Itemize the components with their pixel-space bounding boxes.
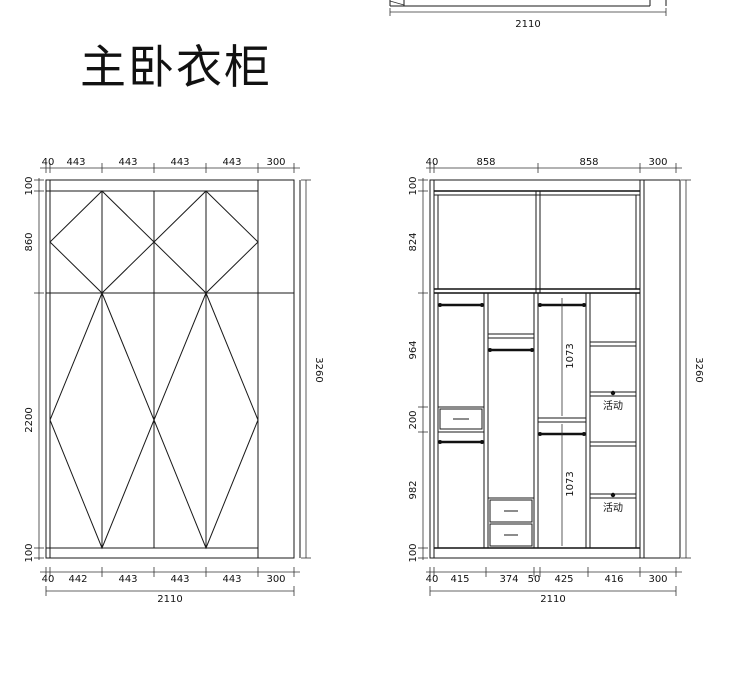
right-bottom-dim-5: 425	[554, 574, 573, 585]
page-title: 主卧衣柜	[80, 40, 272, 94]
left-bottom-dim-4: 443	[170, 574, 189, 585]
right-bottom-dim-7: 300	[648, 574, 667, 585]
left-side-dim-3: 2200	[24, 407, 35, 432]
right-top-dim-1: 40	[426, 157, 439, 168]
left-top-dim-3: 443	[118, 157, 137, 168]
top-fragment-width: 2110	[515, 19, 540, 30]
right-side-dim-4: 200	[408, 410, 419, 429]
right-right-height: 3260	[693, 357, 704, 382]
left-right-height: 3260	[313, 357, 324, 382]
adjustable-note-1: 活动	[603, 400, 623, 412]
right-total-width: 2110	[540, 594, 565, 605]
left-top-dim-6: 300	[266, 157, 285, 168]
right-side-dim-5: 982	[408, 480, 419, 499]
adjustable-note-2: 活动	[603, 502, 623, 514]
right-bottom-dim-4: 50	[528, 574, 541, 585]
left-total-width: 2110	[157, 594, 182, 605]
right-side-dim-6: 100	[408, 543, 419, 562]
left-top-dim-1: 40	[42, 157, 55, 168]
right-bottom-dim-3: 374	[499, 574, 518, 585]
inner-dim-lower: 1073	[565, 471, 576, 496]
right-top-dim-2: 858	[476, 157, 495, 168]
left-bottom-dim-3: 443	[118, 574, 137, 585]
right-bottom-dim-1: 40	[426, 574, 439, 585]
right-bottom-dim-6: 416	[604, 574, 623, 585]
left-elevation: 40 443 443 443 443 300 100 860 2200 100	[24, 157, 324, 605]
left-bottom-dim-2: 442	[68, 574, 87, 585]
left-side-dim-1: 100	[24, 176, 35, 195]
left-top-dim-2: 443	[66, 157, 85, 168]
right-top-dim-4: 300	[648, 157, 667, 168]
left-side-dim-4: 100	[24, 543, 35, 562]
top-fragment: 2110	[389, 0, 667, 30]
right-bottom-dim-2: 415	[450, 574, 469, 585]
left-bottom-dim-5: 443	[222, 574, 241, 585]
left-top-dim-5: 443	[222, 157, 241, 168]
right-top-dim-3: 858	[579, 157, 598, 168]
right-side-dim-3: 964	[408, 340, 419, 359]
right-side-dim-2: 824	[408, 232, 419, 251]
right-side-dim-1: 100	[408, 176, 419, 195]
inner-dim-upper: 1073	[565, 343, 576, 368]
left-bottom-dim-6: 300	[266, 574, 285, 585]
left-bottom-dim-1: 40	[42, 574, 55, 585]
left-side-dim-2: 860	[24, 232, 35, 251]
left-top-dim-4: 443	[170, 157, 189, 168]
right-elevation: 40 858 858 300 100 824 964 200 982 100	[408, 157, 704, 605]
